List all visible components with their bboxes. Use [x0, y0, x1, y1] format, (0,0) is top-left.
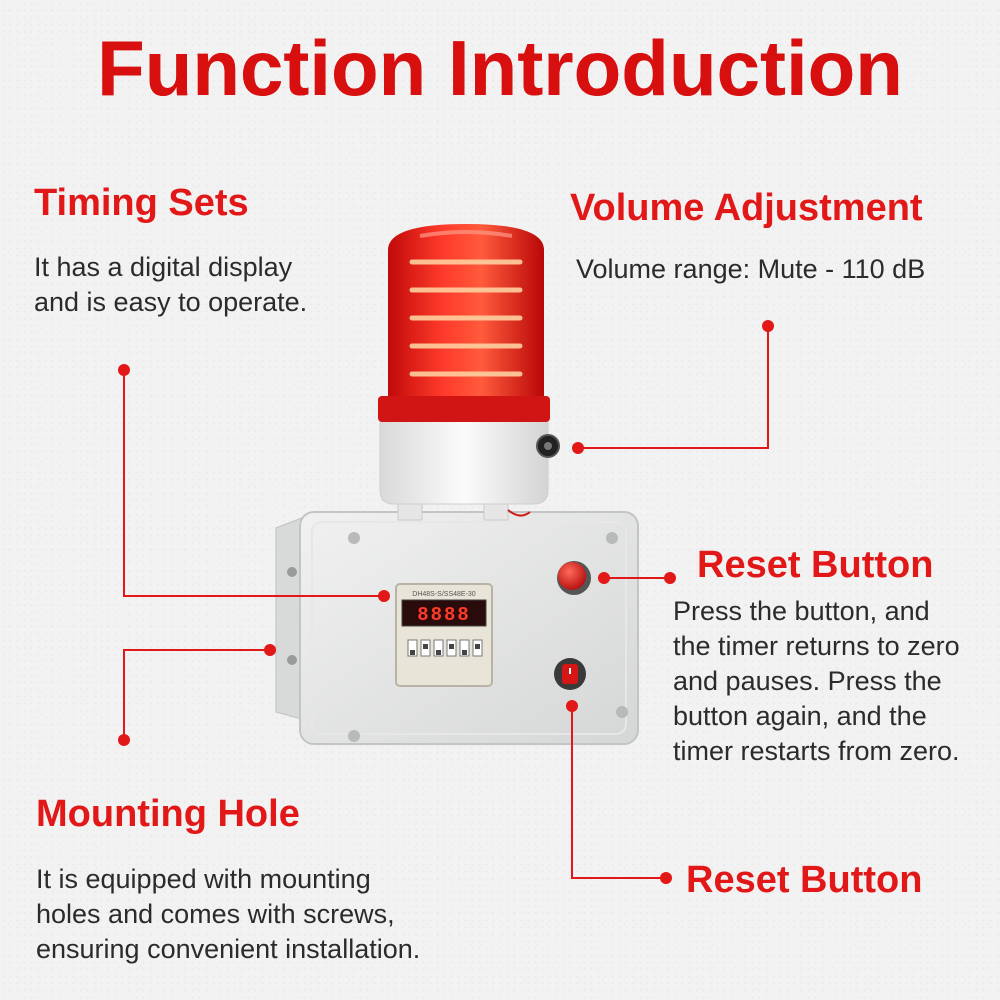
- mounting-hole-icon: [287, 567, 297, 577]
- reset-button-desc-line-4: button again, and the: [673, 701, 927, 731]
- mounting-hole-icon: [287, 655, 297, 665]
- mounting-callout-line: [123, 649, 270, 740]
- reset-bottom-callout-line: [571, 706, 666, 879]
- reset-button-heading-bottom: Reset Button: [686, 859, 923, 901]
- timer-digital-display: 8888: [417, 604, 471, 626]
- volume-knob-icon: [536, 434, 560, 458]
- volume-callout-line: [578, 326, 769, 449]
- callout-dot: [264, 644, 276, 656]
- reset-button-desc-line-3: and pauses. Press the: [673, 666, 942, 696]
- beacon-dome: [378, 224, 550, 422]
- callout-dot: [664, 572, 676, 584]
- volume-adjustment-desc: Volume range: Mute - 110 dB: [576, 254, 926, 284]
- callout-dot: [660, 872, 672, 884]
- timing-sets-desc-line-2: and is easy to operate.: [34, 287, 308, 317]
- reset-button-desc-line-1: Press the button, and: [673, 596, 930, 626]
- mounting-hole-desc-line-1: It is equipped with mounting: [36, 864, 371, 894]
- reset-button-desc-line-5: timer restarts from zero.: [673, 736, 960, 766]
- callout-dot: [118, 734, 130, 746]
- timer-module: DH48S-S/SS48E-30 8888: [395, 583, 493, 687]
- volume-adjustment-heading: Volume Adjustment: [570, 187, 923, 229]
- timer-model-label: DH48S-S/SS48E-30: [412, 591, 476, 598]
- reset-push-button-icon: [557, 561, 591, 595]
- timing-callout-line: [123, 370, 384, 597]
- mounting-hole-heading: Mounting Hole: [36, 793, 300, 835]
- beacon-base: [379, 417, 549, 521]
- callout-dot: [762, 320, 774, 332]
- reset-button-heading-top: Reset Button: [697, 544, 934, 586]
- callout-dot: [572, 442, 584, 454]
- rocker-switch-icon: [554, 658, 586, 690]
- callout-dot: [378, 590, 390, 602]
- callout-dot: [598, 572, 610, 584]
- callout-dot: [566, 700, 578, 712]
- mounting-hole-desc-line-2: holes and comes with screws,: [36, 899, 395, 929]
- timing-sets-desc-line-1: It has a digital display: [34, 252, 293, 282]
- timing-sets-heading: Timing Sets: [34, 182, 249, 224]
- reset-button-desc-line-2: the timer returns to zero: [673, 631, 960, 661]
- page-title: Function Introduction: [0, 22, 1000, 114]
- callout-dot: [118, 364, 130, 376]
- mounting-hole-desc-line-3: ensuring convenient installation.: [36, 934, 421, 964]
